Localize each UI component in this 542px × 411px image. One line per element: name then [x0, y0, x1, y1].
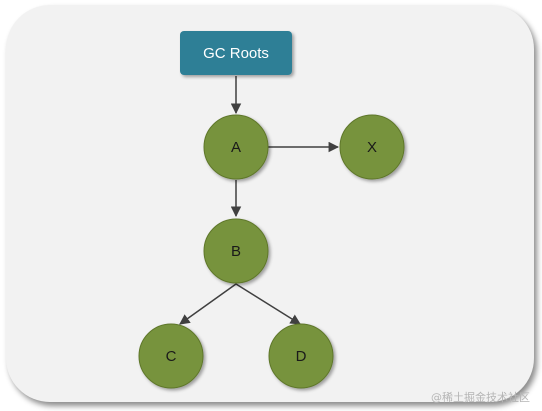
node-a: A [203, 114, 269, 180]
watermark-text: @稀土掘金技术社区 [431, 391, 530, 404]
node-b-circle [203, 218, 269, 284]
node-a-circle [203, 114, 269, 180]
node-x: X [339, 114, 405, 180]
edge-b-d [235, 283, 301, 325]
node-a-label: A [231, 139, 241, 156]
node-c: C [138, 323, 204, 389]
node-d: D [268, 323, 334, 389]
edges [179, 76, 340, 325]
node-x-label: X [367, 139, 377, 156]
node-b: B [203, 218, 269, 284]
node-c-circle [138, 323, 204, 389]
node-d-circle [268, 323, 334, 389]
gc-roots-node: GC Roots [180, 31, 292, 75]
node-b-label: B [231, 243, 241, 260]
gc-roots-label: GC Roots [203, 45, 269, 62]
node-d-label: D [296, 348, 307, 365]
edge-b-c [179, 283, 237, 325]
node-x-circle [339, 114, 405, 180]
node-c-label: C [166, 348, 177, 365]
gc-roots-box [180, 31, 292, 75]
